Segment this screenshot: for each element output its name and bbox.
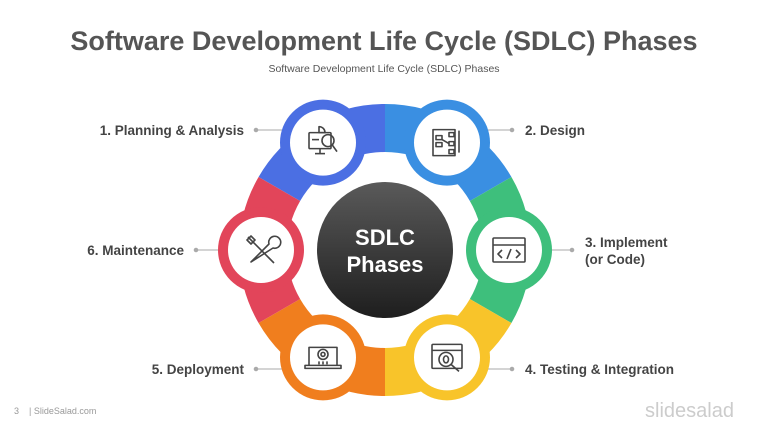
phase-label-deployment: 5. Deployment bbox=[151, 362, 244, 377]
connector-dot bbox=[253, 366, 259, 372]
code-window-icon bbox=[492, 237, 526, 263]
center-circle bbox=[317, 182, 453, 318]
flowchart-design-icon bbox=[432, 128, 460, 157]
slide-subtitle: Software Development Life Cycle (SDLC) P… bbox=[268, 63, 500, 75]
phase-label-implement: 3. Implement (or Code) bbox=[585, 235, 668, 267]
laptop-gear-icon bbox=[304, 346, 342, 370]
footer-page-info: 3 | SlideSalad.com bbox=[14, 406, 96, 416]
phase-node-6 bbox=[218, 207, 304, 293]
phase-label-maintenance: 6. Maintenance bbox=[87, 243, 184, 258]
phase-node-1 bbox=[280, 99, 366, 186]
connector-dot bbox=[509, 366, 515, 372]
phase-node-4 bbox=[404, 314, 490, 401]
slide-title: Software Development Life Cycle (SDLC) P… bbox=[70, 26, 698, 56]
wrench-screwdriver-icon bbox=[246, 235, 282, 264]
phase-node-3 bbox=[466, 207, 552, 293]
phase-node-2 bbox=[404, 99, 490, 186]
connector-dot bbox=[253, 127, 259, 133]
bug-search-icon bbox=[431, 343, 463, 372]
page-number: 3 bbox=[14, 406, 20, 416]
connector-dot bbox=[569, 247, 575, 253]
center-title-line1: SDLC bbox=[355, 225, 415, 250]
center-title-line2: Phases bbox=[346, 252, 423, 277]
footer-site: | SlideSalad.com bbox=[29, 406, 97, 416]
connector-dot bbox=[193, 247, 199, 253]
phase-node-5 bbox=[280, 314, 366, 401]
brand-logo: slidesalad bbox=[645, 400, 734, 422]
connector-dot bbox=[509, 127, 515, 133]
phase-label-design: 2. Design bbox=[525, 123, 586, 138]
phase-label-planning: 1. Planning & Analysis bbox=[99, 123, 244, 138]
monitor-analysis-icon bbox=[308, 125, 338, 155]
phase-label-testing: 4. Testing & Integration bbox=[525, 362, 675, 377]
